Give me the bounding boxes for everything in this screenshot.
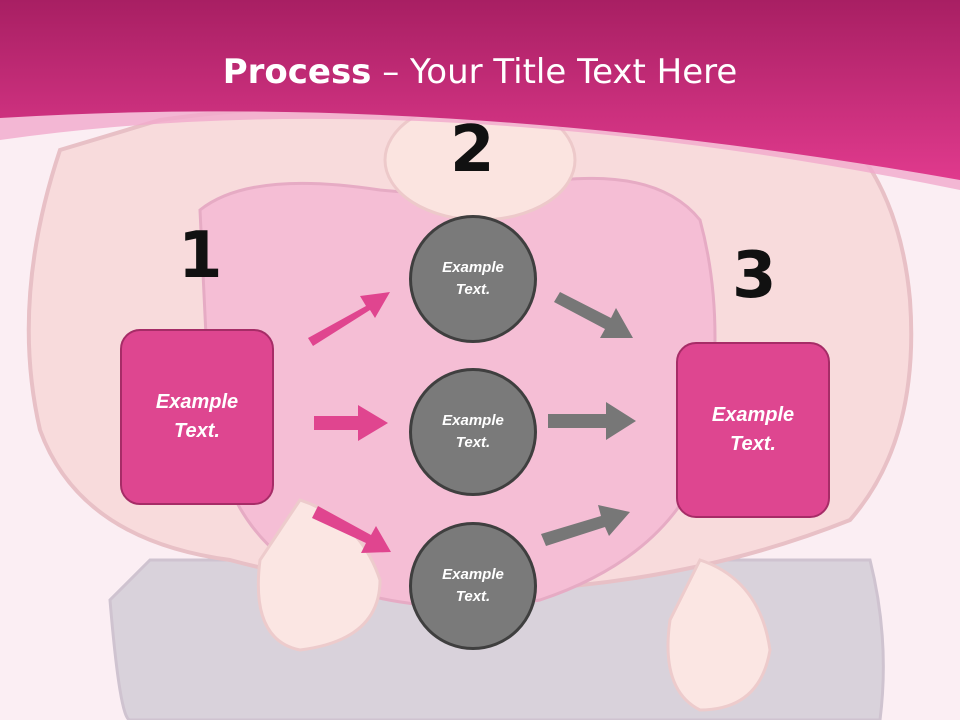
arrow-from-circle-1: [554, 292, 633, 338]
right-box-text: Example Text.: [711, 404, 795, 455]
circle-3-text: Example Text.: [442, 565, 504, 606]
arrow-from-circle-3: [541, 505, 630, 546]
step-number-1: 1: [178, 219, 223, 293]
arrow-from-circle-2: [548, 402, 636, 440]
step-number-3: 3: [732, 239, 777, 313]
right-box: Example Text.: [676, 342, 830, 518]
circle-2-text: Example Text.: [442, 411, 504, 452]
circle-2: Example Text.: [409, 368, 537, 496]
header-band: [0, 0, 960, 180]
circle-1-text: Example Text.: [442, 258, 504, 299]
arrow-to-circle-1: [308, 292, 390, 346]
slide-title: Process – Your Title Text Here: [0, 52, 960, 92]
title-rest: – Your Title Text Here: [371, 52, 738, 92]
pink-arrows: [308, 292, 391, 553]
step-number-2: 2: [450, 113, 495, 187]
gray-arrows: [541, 292, 636, 546]
left-box: Example Text.: [120, 329, 274, 505]
arrow-to-circle-3: [312, 506, 391, 553]
title-bold: Process: [222, 52, 372, 92]
circle-3: Example Text.: [409, 522, 537, 650]
arrow-to-circle-2: [314, 405, 388, 441]
circle-1: Example Text.: [409, 215, 537, 343]
left-box-text: Example Text.: [155, 391, 239, 442]
